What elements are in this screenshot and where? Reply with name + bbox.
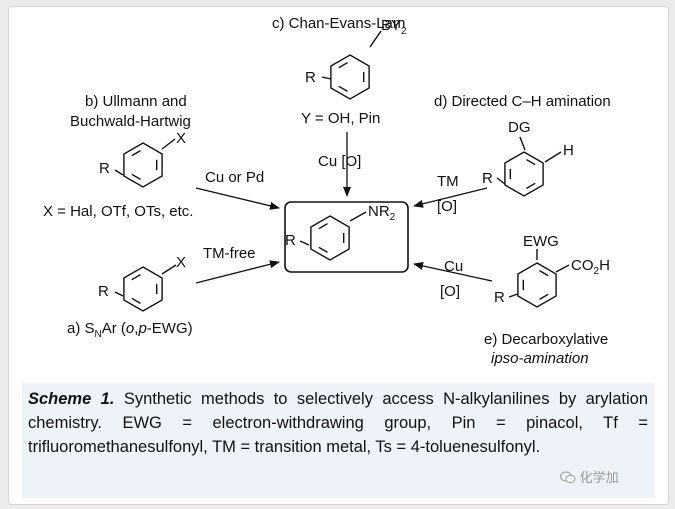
- substituent-bonds: [114, 30, 570, 298]
- label-b-x: X: [176, 130, 186, 147]
- label-c-r: R: [305, 69, 316, 86]
- label-b-title-1: b) Ullmann and: [85, 93, 187, 110]
- label-b-r: R: [99, 160, 110, 177]
- arrow-b: [195, 187, 280, 210]
- label-a-x: X: [176, 254, 186, 271]
- label-a-r: R: [98, 283, 109, 300]
- label-c-by: BY2: [381, 17, 407, 37]
- label-center-r: R: [285, 232, 296, 249]
- wechat-icon: [560, 471, 576, 484]
- caption-text: Scheme 1. Synthetic methods to selective…: [28, 387, 648, 459]
- watermark-text: 化学加: [579, 470, 619, 485]
- reaction-arrows: [195, 132, 493, 284]
- arrow-e: [413, 262, 493, 282]
- label-d-catalyst-2: [O]: [437, 198, 457, 215]
- arrow-d: [413, 187, 488, 208]
- arrow-a: [195, 260, 280, 284]
- ring-a: [123, 266, 163, 312]
- label-e-co2h: CO2H: [571, 257, 610, 277]
- label-d-r: R: [482, 170, 493, 187]
- label-c-catalyst: Cu [O]: [318, 153, 361, 170]
- label-a-catalyst: TM-free: [203, 245, 256, 262]
- caption-body: Synthetic methods to selectively access …: [28, 390, 649, 456]
- label-center-nr2: NR2: [368, 203, 396, 223]
- label-d-h: H: [563, 142, 574, 159]
- label-b-catalyst: Cu or Pd: [205, 169, 264, 186]
- benzene-rings: [123, 54, 557, 312]
- ring-e: [517, 262, 557, 308]
- watermark: 化学加: [560, 467, 619, 486]
- label-b-title-2: Buchwald-Hartwig: [70, 113, 191, 130]
- label-d-dg: DG: [508, 119, 531, 136]
- label-d-catalyst-1: TM: [437, 173, 459, 190]
- label-e-ewg: EWG: [523, 233, 559, 250]
- label-a-title: a) SNAr (o,p-EWG): [67, 320, 193, 340]
- ring-d: [504, 151, 544, 197]
- ring-c: [330, 54, 370, 100]
- ring-b: [123, 142, 163, 188]
- label-e-r: R: [494, 289, 505, 306]
- label-e-title-2: ipso-amination: [491, 350, 589, 367]
- caption-head: Scheme 1.: [28, 390, 115, 408]
- scheme-caption: Scheme 1. Synthetic methods to selective…: [22, 383, 654, 498]
- label-e-catalyst-1: Cu: [444, 258, 463, 275]
- ring-center: [310, 215, 350, 261]
- label-d-title: d) Directed C–H amination: [434, 93, 611, 110]
- label-c-y: Y = OH, Pin: [301, 110, 380, 127]
- label-e-title-1: e) Decarboxylative: [484, 331, 608, 348]
- label-c-title: c) Chan-Evans-Lam: [272, 15, 405, 32]
- product-box: [284, 201, 409, 273]
- label-b-xdef: X = Hal, OTf, OTs, etc.: [43, 203, 193, 220]
- label-e-catalyst-2: [O]: [440, 283, 460, 300]
